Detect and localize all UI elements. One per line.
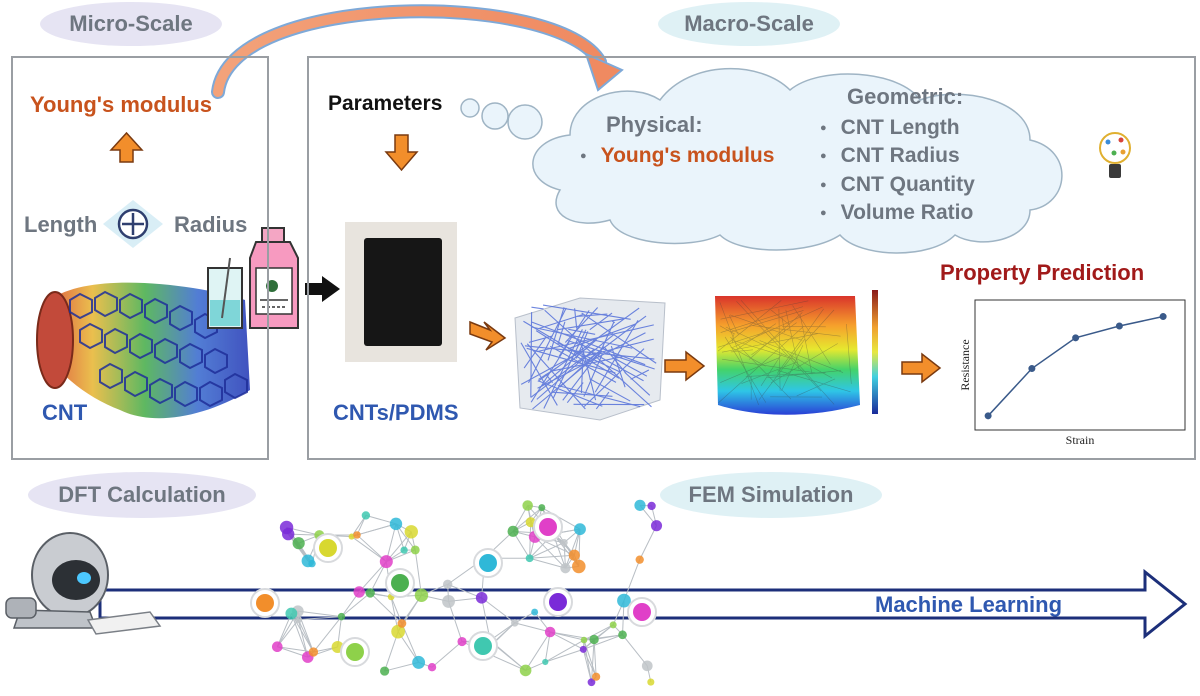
chart-y-axis-label: Resistance	[958, 339, 972, 390]
dft-calculation-pill: DFT Calculation	[28, 472, 256, 518]
macro-scale-panel	[307, 56, 1196, 460]
down-arrow-icon	[384, 134, 419, 172]
micro-scale-pill: Micro-Scale	[40, 2, 222, 46]
chart-x-axis-label: Strain	[1066, 433, 1095, 447]
cnts-pdms-sample-image	[345, 222, 457, 362]
physical-title: Physical:	[606, 112, 703, 137]
lightbulb-icon	[1099, 132, 1131, 178]
chart-data-point	[1115, 322, 1123, 330]
youngs-modulus-label: Young's modulus	[30, 92, 213, 117]
orange-arrow-3	[901, 352, 942, 384]
cnt-tube-illustration	[36, 282, 250, 419]
parameters-label: Parameters	[328, 92, 443, 115]
fem-colormap-block	[715, 290, 878, 415]
length-label: Length	[24, 212, 98, 237]
up-arrow-icon	[109, 131, 144, 163]
geometric-item: Volume Ratio	[820, 201, 974, 225]
orange-arrow-1	[469, 320, 507, 351]
physical-item: Young's modulus	[580, 144, 775, 168]
chart-data-point	[1072, 334, 1080, 342]
robot-icon	[5, 532, 162, 635]
geometric-item: CNT Quantity	[820, 173, 975, 197]
micro-scale-panel	[11, 56, 269, 460]
beaker-icon	[207, 257, 243, 329]
geometric-title: Geometric:	[847, 84, 964, 109]
chart-data-point	[984, 412, 992, 420]
chart-data-point	[1159, 313, 1167, 321]
neural-network-graphic	[250, 499, 663, 687]
machine-learning-label: Machine Learning	[875, 592, 1063, 617]
radius-label: Radius	[174, 212, 248, 237]
right-arrow-black	[305, 276, 340, 302]
property-prediction-chart: Strain Resistance	[958, 299, 1186, 447]
cnt-label: CNT	[42, 400, 88, 425]
bottle-icon	[249, 227, 299, 329]
macro-scale-pill: Macro-Scale	[658, 2, 840, 46]
fem-simulation-pill: FEM Simulation	[660, 472, 882, 518]
orange-arrow-2	[664, 350, 706, 382]
plus-circle-icon	[103, 200, 163, 248]
cnts-pdms-label: CNTs/PDMS	[333, 400, 459, 425]
geometric-item: CNT Radius	[820, 144, 960, 168]
curved-arrow-head	[584, 52, 624, 92]
property-prediction-label: Property Prediction	[940, 260, 1145, 285]
cnt-network-cube	[514, 297, 666, 421]
chart-data-point	[1028, 365, 1036, 373]
geometric-item: CNT Length	[820, 116, 960, 140]
